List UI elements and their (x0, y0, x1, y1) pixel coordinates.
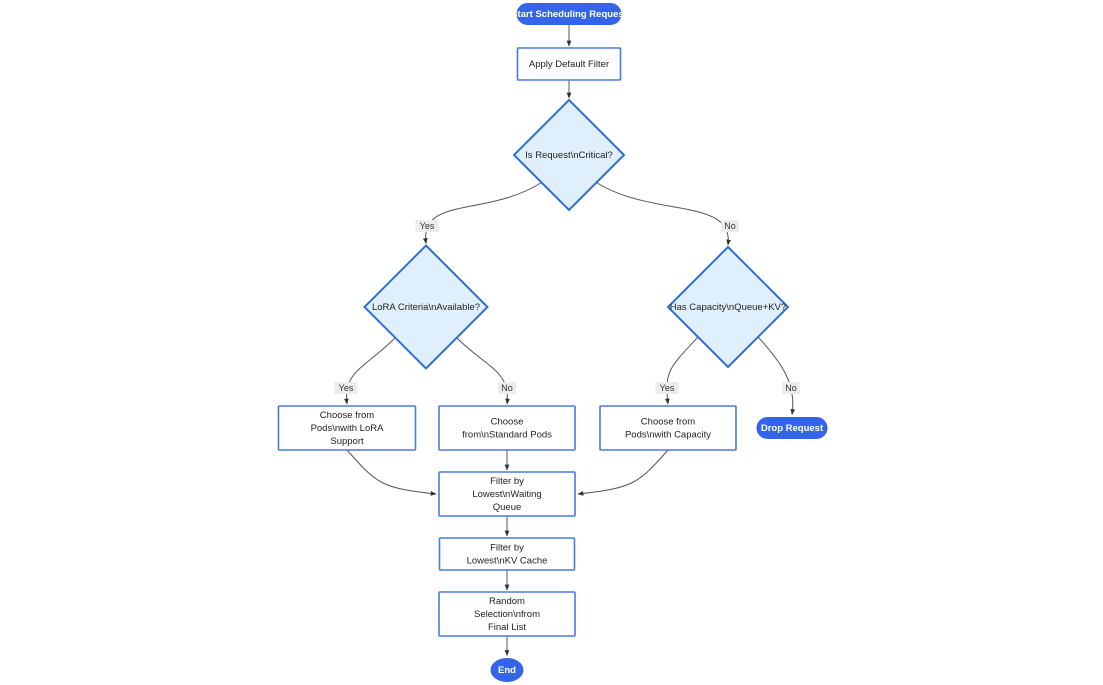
edge-label-bg (498, 382, 516, 394)
node-shape-rect (438, 405, 576, 451)
edge-label-critical-capacity: No (721, 220, 739, 232)
node-shape-rect (438, 471, 576, 517)
node-capacity[interactable]: Has Capacity\nQueue+KV? (666, 245, 790, 369)
node-critical[interactable]: Is Request\nCritical? (512, 98, 626, 212)
node-shape-diamond (512, 98, 626, 212)
edge-label-bg (721, 220, 739, 232)
edge-label-text: Yes (660, 383, 675, 393)
node-start[interactable]: Start Scheduling Request (511, 3, 628, 25)
node-shape-pill (756, 417, 828, 439)
node-shape-rect (516, 47, 622, 81)
node-shape-rect (438, 537, 576, 571)
node-label-end: End (498, 665, 516, 676)
edge-label-bg (782, 382, 800, 394)
node-drop[interactable]: Drop Request (756, 417, 828, 439)
node-label-default: Apply Default Filter (529, 59, 609, 70)
node-label-capacity: Has Capacity\nQueue+KV? (670, 302, 786, 313)
node-end[interactable]: End (490, 658, 524, 682)
node-shape-rect (438, 591, 576, 637)
edge-label-lora-lora_pods: Yes (334, 382, 358, 394)
edge-label-bg (415, 220, 439, 232)
edge-capacity-drop-no (757, 336, 796, 416)
edge-lorapods-waitqueue (346, 449, 437, 496)
node-default[interactable]: Apply Default Filter (516, 47, 622, 81)
edge-capacity-cappods-yes (664, 336, 699, 405)
edge-label-text: Yes (420, 221, 435, 231)
node-shape-rect (599, 405, 737, 451)
edge-label-capacity-cap_pods: Yes (655, 382, 679, 394)
node-lora[interactable]: LoRA Criteria\nAvailable? (363, 244, 489, 370)
edge-critical-lora-yes (422, 182, 542, 245)
edge-label-capacity-drop: No (782, 382, 800, 394)
edge-lora-stdpods-no (456, 337, 511, 405)
node-shape-pill (516, 3, 622, 25)
edges-layer (343, 24, 796, 657)
node-label-drop: Drop Request (761, 423, 824, 434)
edge-label-bg (655, 382, 679, 394)
node-shape-diamond (666, 245, 790, 369)
node-label-critical: Is Request\nCritical? (525, 150, 613, 161)
edge-label-bg (334, 382, 358, 394)
node-shape-ellipse (490, 658, 524, 682)
edge-label-text: Yes (339, 383, 354, 393)
edge-label-text: No (724, 221, 736, 231)
edge-label-critical-lora: Yes (415, 220, 439, 232)
edge-label-text: No (501, 383, 513, 393)
edge-cappods-waitqueue (577, 449, 669, 496)
edge-label-text: No (785, 383, 797, 393)
node-shape-diamond (363, 244, 489, 370)
node-label-start: Start Scheduling Request (511, 9, 627, 20)
edge-lora-lorapods-yes (343, 337, 396, 405)
edge-critical-capacity-no (596, 182, 732, 246)
node-shape-rect (277, 405, 417, 451)
node-label-lora: LoRA Criteria\nAvailable? (372, 302, 480, 313)
edge-label-lora-std_pods: No (498, 382, 516, 394)
